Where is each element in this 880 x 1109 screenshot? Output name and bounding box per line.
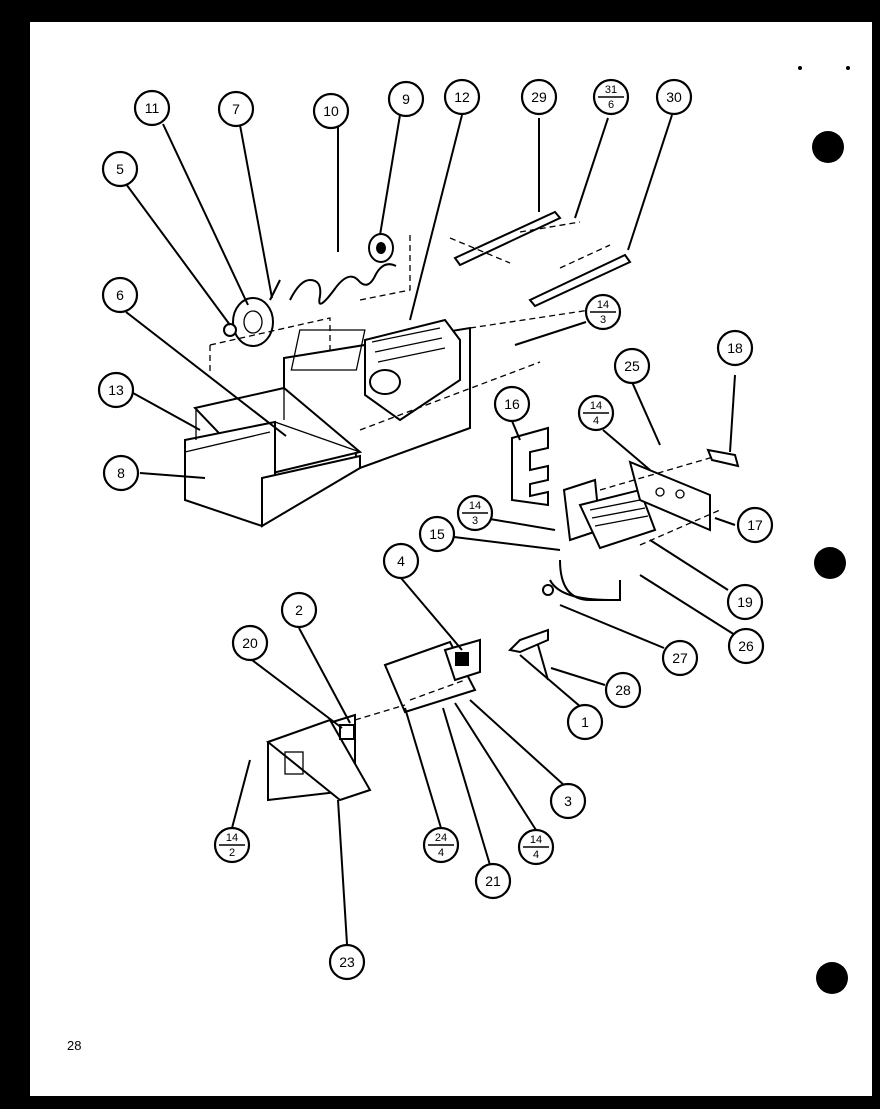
callout-label-19: 19 [737, 594, 753, 610]
callout: 143 [584, 293, 622, 331]
callout-label-21: 21 [485, 873, 501, 889]
callout: 5 [101, 150, 139, 188]
callout-label-9: 9 [402, 91, 410, 107]
callout: 316 [592, 78, 630, 116]
callout-denominator-3: 3 [600, 314, 606, 326]
callout: 143 [456, 494, 494, 532]
drawing-sheet [30, 22, 872, 1096]
callout-label-26: 26 [738, 638, 754, 654]
centerline [469, 309, 591, 329]
callout: 6 [101, 276, 139, 314]
callout: 11 [133, 89, 171, 127]
callout-numerator-14: 14 [469, 500, 481, 512]
callout: 30 [655, 78, 693, 116]
callout: 29 [520, 78, 558, 116]
callout: 9 [387, 80, 425, 118]
callout: 20 [231, 624, 269, 662]
callout-label-17: 17 [747, 517, 763, 533]
callout-label-4: 4 [397, 553, 405, 569]
auger-spring-10 [289, 263, 397, 305]
bearing-9 [368, 233, 394, 263]
callout-label-3: 3 [564, 793, 572, 809]
callout-label-7: 7 [232, 101, 240, 117]
callout-denominator-3: 3 [472, 515, 478, 527]
callout-numerator-14: 14 [226, 832, 238, 844]
slide-rails [449, 210, 632, 308]
callout-label-27: 27 [672, 650, 688, 666]
callout-numerator-24: 24 [435, 832, 447, 844]
callout: 8 [102, 454, 140, 492]
callout-numerator-14: 14 [590, 400, 602, 412]
callout-label-29: 29 [531, 89, 547, 105]
callout-numerator-14: 14 [597, 299, 609, 311]
callout: 1 [566, 703, 604, 741]
auger-drive-11 [223, 279, 281, 347]
callout-denominator-2: 2 [229, 847, 235, 859]
centerline [359, 361, 541, 431]
callout: 244 [422, 826, 460, 864]
callout: 17 [736, 506, 774, 544]
callout: 2 [280, 591, 318, 629]
callout-label-10: 10 [323, 103, 339, 119]
ice-maker-assembly [511, 426, 740, 601]
callout: 16 [493, 385, 531, 423]
speck [846, 66, 850, 70]
callout-denominator-6: 6 [608, 99, 614, 111]
speck [798, 66, 802, 70]
callout: 10 [312, 92, 350, 130]
callout-label-28: 28 [615, 682, 631, 698]
callout-label-20: 20 [242, 635, 258, 651]
callout-label-23: 23 [339, 954, 355, 970]
control-bracket-assembly [265, 628, 549, 802]
centerline [209, 317, 331, 355]
callout-label-12: 12 [454, 89, 470, 105]
callout: 28 [604, 671, 642, 709]
callout: 7 [217, 90, 255, 128]
callout: 13 [97, 371, 135, 409]
callout: 23 [328, 943, 366, 981]
callout-label-18: 18 [727, 340, 743, 356]
ice-chute-12 [290, 318, 461, 422]
centerline [359, 235, 411, 301]
callout: 15 [418, 515, 456, 553]
binder-hole-middle [814, 547, 846, 579]
callout-label-13: 13 [108, 382, 124, 398]
callout-denominator-4: 4 [533, 849, 539, 861]
leader-lines [125, 114, 736, 945]
binder-hole-top [812, 131, 844, 163]
callout: 144 [577, 394, 615, 432]
page-number: 28 [67, 1038, 82, 1053]
callout: 4 [382, 542, 420, 580]
callout-numerator-14: 14 [530, 834, 542, 846]
callout-label-15: 15 [429, 526, 445, 542]
callout-label-30: 30 [666, 89, 682, 105]
callout: 25 [613, 347, 651, 385]
callout: 18 [716, 329, 754, 367]
callout: 144 [517, 828, 555, 866]
callout-numerator-31: 31 [605, 84, 617, 96]
callout-denominator-4: 4 [593, 415, 599, 427]
callout: 3 [549, 782, 587, 820]
callout-label-25: 25 [624, 358, 640, 374]
callout: 12 [443, 78, 481, 116]
callout-label-8: 8 [117, 465, 125, 481]
callout-label-1: 1 [581, 714, 589, 730]
callout-label-16: 16 [504, 396, 520, 412]
callout: 19 [726, 583, 764, 621]
callout-denominator-4: 4 [438, 847, 444, 859]
binder-hole-bottom [816, 962, 848, 994]
callout: 21 [474, 862, 512, 900]
callout: 142 [213, 826, 251, 864]
callout-label-2: 2 [295, 602, 303, 618]
callout-label-6: 6 [116, 287, 124, 303]
callout-label-11: 11 [145, 100, 160, 116]
callout: 26 [727, 627, 765, 665]
callout: 27 [661, 639, 699, 677]
callout-label-5: 5 [116, 161, 124, 177]
